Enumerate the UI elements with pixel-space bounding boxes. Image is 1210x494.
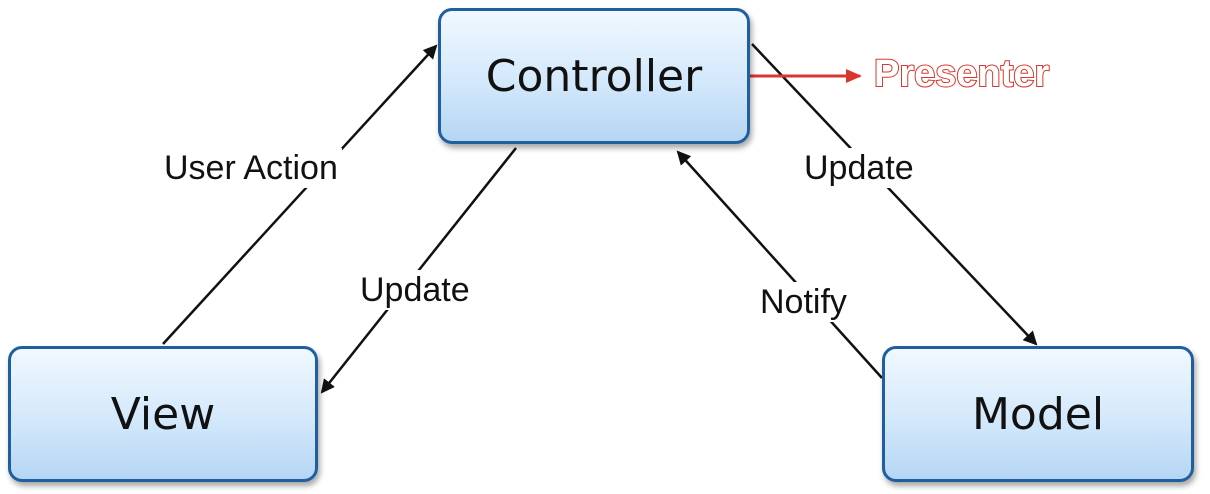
notify-label: Notify: [756, 282, 851, 322]
arrow-update-model: [751, 43, 1038, 346]
controller-node: Controller: [438, 8, 750, 144]
update-view-label: Update: [356, 270, 474, 310]
arrow-notify: [676, 150, 883, 379]
model-node: Model: [882, 346, 1194, 482]
model-label: Model: [971, 388, 1105, 440]
view-label: View: [110, 388, 216, 440]
update-model-label: Update: [800, 148, 918, 188]
presenter-annotation: Presenter: [873, 52, 1050, 96]
view-node: View: [8, 346, 318, 482]
arrow-user-action: [162, 44, 438, 345]
user-action-label: User Action: [160, 148, 342, 188]
controller-label: Controller: [485, 50, 703, 102]
